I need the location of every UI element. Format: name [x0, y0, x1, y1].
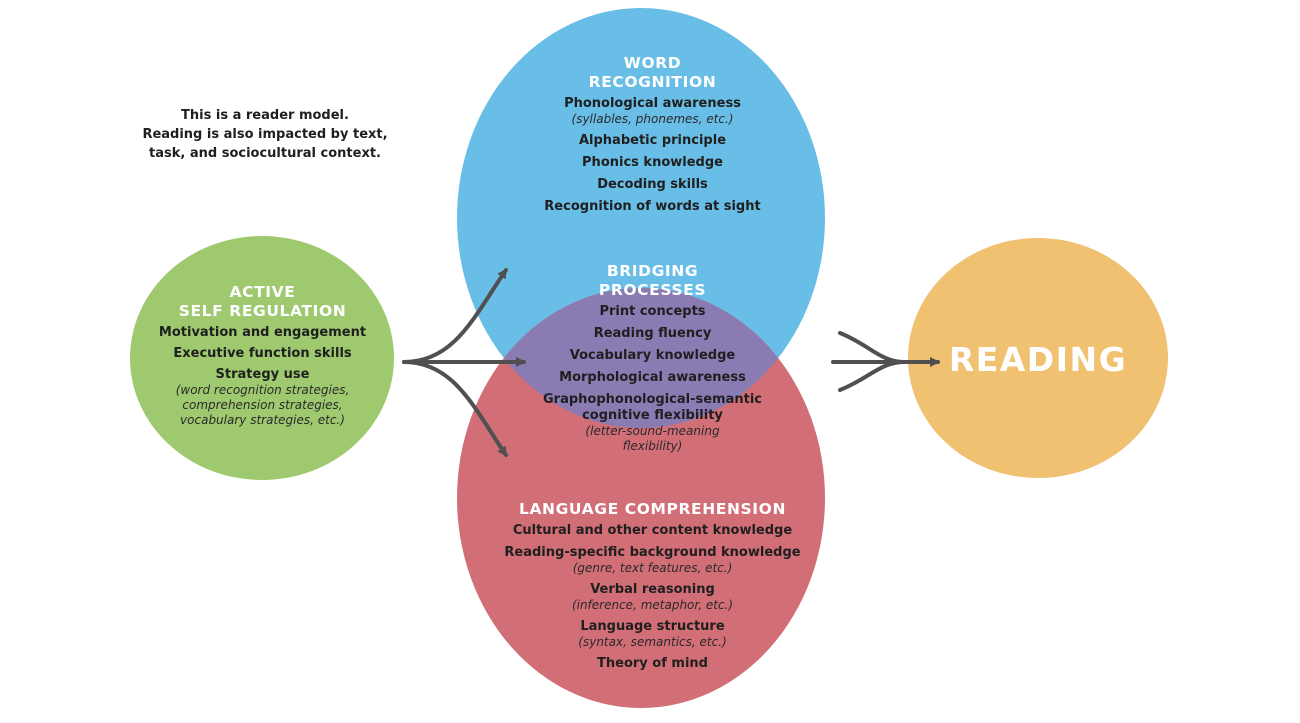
word-recognition-item: Alphabetic principle [510, 133, 795, 149]
word-recognition-item: Phonics knowledge [510, 155, 795, 171]
arrow-to-language-comprehension [402, 360, 508, 457]
language-comprehension-item: Verbal reasoning (inference, metaphor, e… [480, 582, 825, 613]
language-comprehension-item: Cultural and other content knowledge [480, 523, 825, 539]
language-comprehension-items: Cultural and other content knowledge Rea… [480, 523, 825, 672]
language-comprehension-block: LANGUAGE COMPREHENSION Cultural and othe… [480, 500, 825, 672]
merge-arrow-upper [838, 331, 907, 364]
reading-label: READING [948, 340, 1128, 379]
item-text: Phonics knowledge [582, 155, 723, 170]
merge-arrow-lower [838, 360, 907, 392]
item-subtext: (syllables, phonemes, etc.) [571, 112, 734, 126]
title-line: PROCESSES [598, 281, 707, 299]
item-text: Executive function skills [173, 346, 352, 361]
item-text: Recognition of words at sight [544, 199, 761, 214]
bridging-processes-overlap [457, 288, 825, 428]
bridging-processes-block: BRIDGING PROCESSES Print concepts Readin… [515, 262, 790, 454]
item-text: Verbal reasoning [590, 582, 715, 597]
word-recognition-item: Phonological awareness (syllables, phone… [510, 96, 795, 127]
bridging-processes-item: Print concepts [515, 304, 790, 320]
item-subtext: flexibility) [622, 439, 683, 453]
item-text: Decoding skills [597, 177, 708, 192]
language-comprehension-title: LANGUAGE COMPREHENSION [480, 500, 825, 519]
item-text: Cultural and other content knowledge [512, 523, 793, 538]
item-text: cognitive flexibility [582, 408, 723, 423]
language-comprehension-item: Theory of mind [480, 656, 825, 672]
item-subtext: (genre, text features, etc.) [572, 561, 733, 575]
item-subtext: comprehension strategies, [182, 398, 343, 412]
active-self-regulation-block: ACTIVE SELF REGULATION Motivation and en… [150, 283, 375, 428]
bridging-processes-items: Print concepts Reading fluency Vocabular… [515, 304, 790, 454]
reader-model-note: This is a reader model. Reading is also … [140, 106, 390, 163]
language-comprehension-item: Reading-specific background knowledge (g… [480, 545, 825, 576]
title-line: WORD [623, 54, 682, 72]
active-self-regulation-circle [130, 236, 394, 480]
active-self-regulation-item: Strategy use (word recognition strategie… [150, 367, 375, 428]
active-self-regulation-title: ACTIVE SELF REGULATION [150, 283, 375, 321]
bridging-processes-item: Morphological awareness [515, 370, 790, 386]
right-arrows [831, 331, 940, 392]
active-self-regulation-item: Motivation and engagement [150, 325, 375, 341]
item-text: Print concepts [599, 304, 706, 319]
word-recognition-item: Recognition of words at sight [510, 199, 795, 215]
bridging-processes-item: Reading fluency [515, 326, 790, 342]
active-self-regulation-items: Motivation and engagement Executive func… [150, 325, 375, 428]
item-subtext: (word recognition strategies, [175, 383, 350, 397]
active-self-regulation-item: Executive function skills [150, 346, 375, 362]
word-recognition-block: WORD RECOGNITION Phonological awareness … [510, 54, 795, 215]
word-recognition-title: WORD RECOGNITION [510, 54, 795, 92]
title-line: RECOGNITION [588, 73, 717, 91]
bridging-processes-item: Graphophonological-semantic cognitive fl… [515, 392, 790, 454]
item-text: Graphophonological-semantic [542, 392, 762, 407]
title-line: BRIDGING [606, 262, 699, 280]
note-line: This is a reader model. [181, 108, 349, 123]
item-subtext: (inference, metaphor, etc.) [571, 598, 734, 612]
item-subtext: (syntax, semantics, etc.) [578, 635, 727, 649]
title-line: SELF REGULATION [178, 302, 347, 320]
item-text: Vocabulary knowledge [569, 348, 736, 363]
title-line: LANGUAGE COMPREHENSION [518, 500, 787, 518]
item-text: Reading-specific background knowledge [504, 545, 801, 560]
item-text: Alphabetic principle [578, 133, 727, 148]
bridging-processes-item: Vocabulary knowledge [515, 348, 790, 364]
item-text: Strategy use [215, 367, 310, 382]
item-text: Morphological awareness [559, 370, 746, 385]
item-subtext: (letter-sound-meaning [585, 424, 720, 438]
bridging-processes-title: BRIDGING PROCESSES [515, 262, 790, 300]
word-recognition-items: Phonological awareness (syllables, phone… [510, 96, 795, 215]
title-line: ACTIVE [229, 283, 296, 301]
item-text: Theory of mind [597, 656, 708, 671]
note-line: Reading is also impacted by text, [142, 127, 388, 142]
item-subtext: vocabulary strategies, etc.) [180, 413, 345, 427]
item-text: Reading fluency [593, 326, 712, 341]
item-text: Motivation and engagement [158, 325, 367, 340]
note-line: task, and sociocultural context. [149, 146, 381, 161]
language-comprehension-item: Language structure (syntax, semantics, e… [480, 619, 825, 650]
reading-circle [908, 238, 1168, 478]
word-recognition-item: Decoding skills [510, 177, 795, 193]
item-text: Phonological awareness [564, 96, 741, 111]
item-text: Language structure [580, 619, 725, 634]
left-arrows [402, 268, 526, 457]
